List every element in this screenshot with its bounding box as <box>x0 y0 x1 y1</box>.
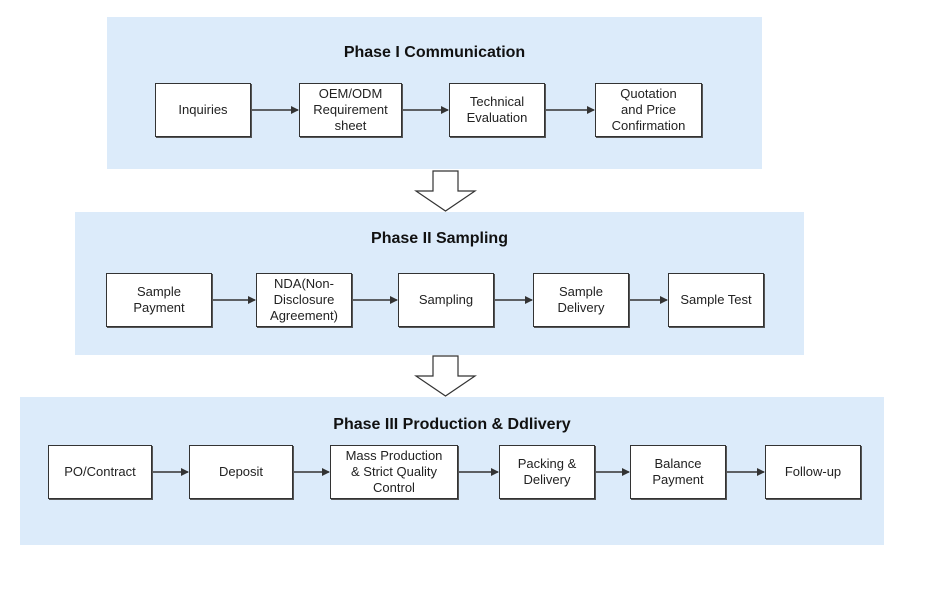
step-requirement-sheet: OEM/ODM Requirement sheet <box>299 83 402 137</box>
step-sample-test: Sample Test <box>668 273 764 327</box>
step-inquiries: Inquiries <box>155 83 251 137</box>
step-packing-delivery: Packing & Delivery <box>499 445 595 499</box>
step-quotation: Quotation and Price Confirmation <box>595 83 702 137</box>
step-follow-up: Follow-up <box>765 445 861 499</box>
step-po-contract: PO/Contract <box>48 445 152 499</box>
phase-transition-arrow-2 <box>414 355 477 397</box>
phase-3-title: Phase III Production & Ddlivery <box>333 416 571 433</box>
step-nda: NDA(Non- Disclosure Agreement) <box>256 273 352 327</box>
step-sampling: Sampling <box>398 273 494 327</box>
step-balance-payment: Balance Payment <box>630 445 726 499</box>
step-sample-delivery: Sample Delivery <box>533 273 629 327</box>
step-sample-payment: Sample Payment <box>106 273 212 327</box>
step-technical-evaluation: Technical Evaluation <box>449 83 545 137</box>
phase-transition-arrow-1 <box>414 170 477 212</box>
step-mass-production: Mass Production & Strict Quality Control <box>330 445 458 499</box>
step-deposit: Deposit <box>189 445 293 499</box>
phase-3-panel: Phase III Production & Ddlivery <box>20 397 884 545</box>
phase-1-title: Phase I Communication <box>343 44 526 61</box>
phase-2-title: Phase II Sampling <box>371 230 508 247</box>
